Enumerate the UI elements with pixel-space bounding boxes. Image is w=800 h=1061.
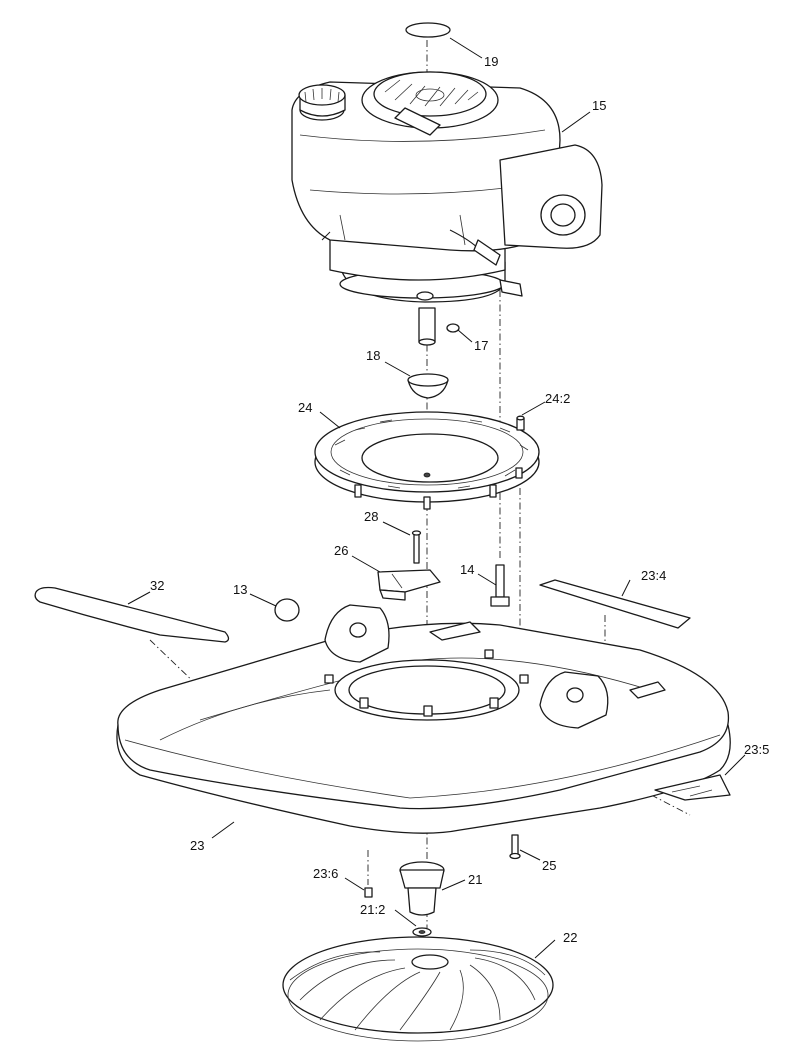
label-part-14: 14: [460, 562, 474, 577]
label-part-17: 17: [474, 338, 488, 353]
label-part-15: 15: [592, 98, 606, 113]
part-18-spacer: [407, 373, 449, 399]
label-part-26: 26: [334, 543, 348, 558]
part-13-plug: [274, 598, 300, 622]
label-part-21-2: 21:2: [360, 902, 385, 917]
label-part-24: 24: [298, 400, 312, 415]
label-part-24-2: 24:2: [545, 391, 570, 406]
label-part-22: 22: [563, 930, 577, 945]
label-part-23-6: 23:6: [313, 866, 338, 881]
leader-lines: [127, 37, 746, 959]
part-26-bracket: [377, 569, 441, 601]
part-21-2-washer: [412, 927, 432, 937]
label-part-18: 18: [366, 348, 380, 363]
label-part-32: 32: [150, 578, 164, 593]
part-24-2-screw: [516, 415, 525, 431]
label-part-25: 25: [542, 858, 556, 873]
part-28-pin: [411, 530, 422, 564]
part-17-key: [418, 307, 460, 346]
part-32-decal: [34, 586, 230, 643]
part-14-bolt: [490, 564, 510, 607]
part-24-mounting-ring: [314, 411, 540, 510]
part-15-engine: [291, 71, 603, 303]
part-23-5-deflector: [654, 774, 731, 801]
label-part-28: 28: [364, 509, 378, 524]
label-part-21: 21: [468, 872, 482, 887]
part-19-cap: [405, 22, 451, 38]
label-part-23-5: 23:5: [744, 742, 769, 757]
label-part-13: 13: [233, 582, 247, 597]
part-21-adapter: [399, 861, 445, 916]
label-part-23-4: 23:4: [641, 568, 666, 583]
label-part-19: 19: [484, 54, 498, 69]
part-25-screw: [509, 834, 521, 860]
part-22-fan-blade: [282, 936, 554, 1042]
part-23-deck: [116, 604, 731, 834]
label-part-23: 23: [190, 838, 204, 853]
part-23-6-plug: [364, 887, 373, 898]
part-23-4-decal: [539, 579, 691, 629]
